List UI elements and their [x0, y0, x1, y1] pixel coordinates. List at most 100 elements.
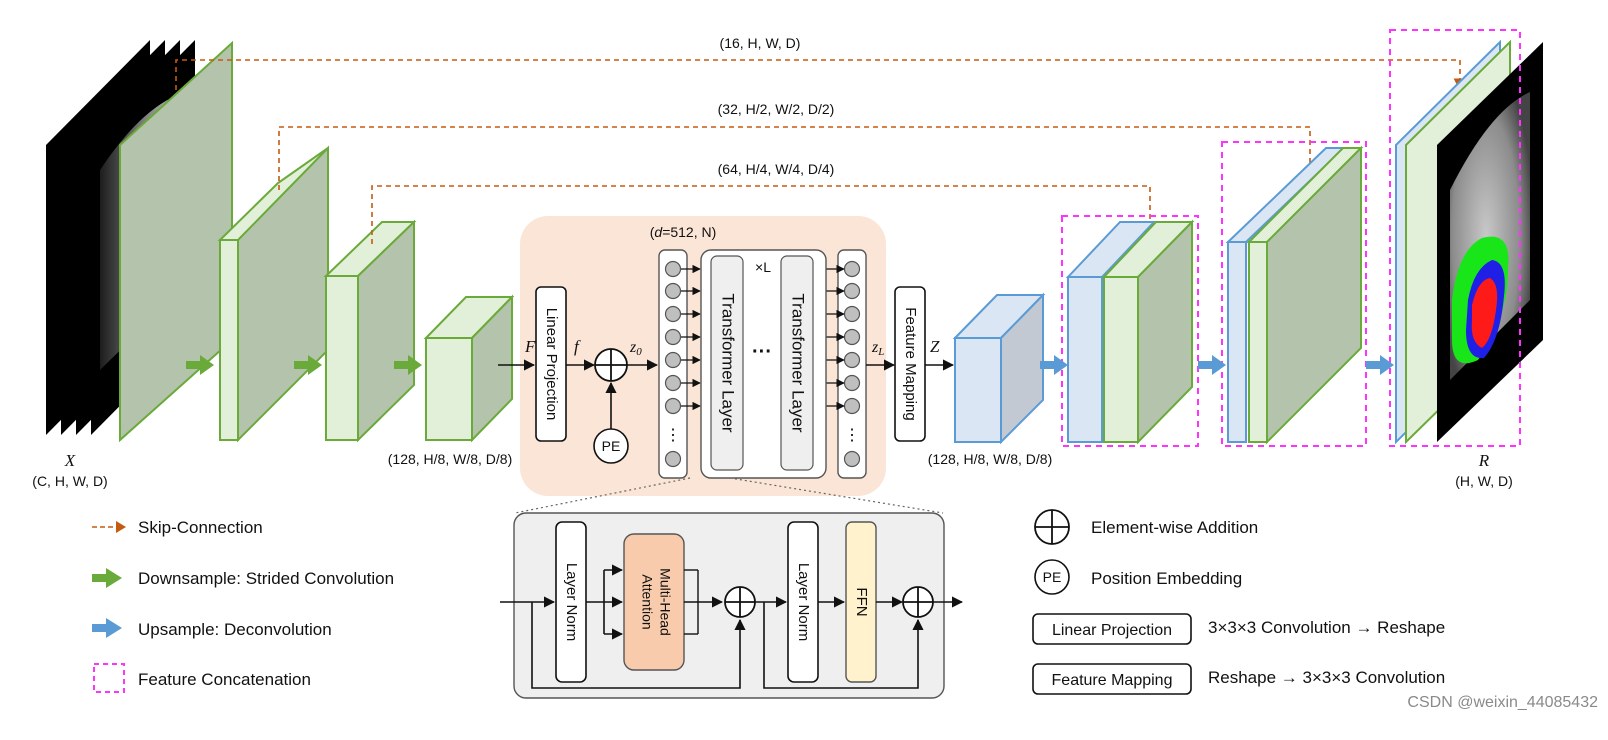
decoder-input-shape: (128, H/8, W/8, D/8): [928, 451, 1052, 467]
legend-pe-label: Position Embedding: [1091, 569, 1242, 588]
token-column-left: ⋮: [658, 249, 701, 479]
skip-connections: [175, 59, 1467, 244]
skip-connection-2: [278, 126, 1317, 190]
encoder-block-4: [423, 294, 515, 443]
tokens-label: (d=512, N): [650, 224, 717, 240]
output-shape: (H, W, D): [1455, 473, 1513, 489]
token-node: [664, 397, 682, 415]
decoder-block-2: [1065, 219, 1195, 445]
downsample-arrow: [186, 355, 214, 375]
concat-box-1: [1061, 215, 1199, 447]
feature-mapping-label: Feature Mapping: [902, 307, 919, 420]
output-segmentation-image: [1437, 42, 1543, 442]
upsample-arrows: [1040, 355, 1394, 375]
transformer-layer-first: [710, 255, 744, 471]
legend-left: Skip-Connection Downsample: Strided Conv…: [92, 518, 394, 693]
mha-label-line1: Multi-Head: [657, 568, 673, 636]
symbol-z0: z0: [629, 339, 642, 358]
skip-label-2: (32, H/2, W/2, D/2): [718, 101, 835, 117]
upsample-arrow: [1198, 355, 1226, 375]
token-node: [664, 328, 682, 346]
concat-box-3: [1389, 29, 1521, 447]
encoder-block-2: [217, 145, 329, 443]
add-icon: [594, 348, 628, 382]
feature-mapping-block: Feature Mapping: [894, 286, 926, 442]
upsample-arrow: [1366, 355, 1394, 375]
add-icon: [902, 586, 934, 618]
linear-projection-label: Linear Projection: [543, 308, 560, 421]
legend-skip-connection: Skip-Connection: [92, 518, 263, 537]
token-node: [843, 260, 861, 278]
upsample-arrow: [1040, 355, 1068, 375]
legend-upsample: Upsample: Deconvolution: [92, 618, 332, 639]
token-node: [843, 374, 861, 392]
add-icon: [724, 586, 756, 618]
watermark: CSDN @weixin_44085432: [1407, 694, 1598, 711]
decoder-block-3: [1225, 145, 1364, 445]
token-node: [843, 328, 861, 346]
downsample-arrows: [186, 355, 422, 375]
token-node: [664, 374, 682, 392]
token-column-right: ⋮: [826, 249, 867, 479]
legend-skip-label: Skip-Connection: [138, 518, 263, 537]
linear-projection-block: Linear Projection: [535, 286, 567, 442]
token-node: [664, 260, 682, 278]
skip-connection-1: [175, 59, 1467, 92]
transformer-layer-last: [780, 255, 814, 471]
output-symbol: R: [1478, 451, 1490, 470]
encoder-output-shape: (128, H/8, W/8, D/8): [388, 451, 512, 467]
token-node: [843, 397, 861, 415]
token-node: [664, 282, 682, 300]
legend-upsample-label: Upsample: Deconvolution: [138, 620, 332, 639]
symbol-f: f: [574, 337, 581, 356]
token-node: [843, 351, 861, 369]
token-node: [843, 282, 861, 300]
input-symbol: X: [64, 451, 76, 470]
token-node: [664, 450, 682, 468]
legend-fm-box-label: Feature Mapping: [1052, 672, 1173, 689]
layer-norm-1-label: Layer Norm: [563, 563, 580, 641]
skip-label-3: (64, H/4, W/4, D/4): [718, 161, 835, 177]
token-node: [843, 305, 861, 323]
mha-label-line2: Attention: [639, 574, 655, 629]
legend-fm-desc: Reshape → 3×3×3 Convolution: [1208, 668, 1445, 687]
concat-box-2: [1221, 141, 1367, 447]
position-embedding-node: PE: [593, 428, 629, 464]
token-node: [664, 351, 682, 369]
symbol-Z: Z: [930, 337, 940, 356]
zoom-line-right: [729, 477, 944, 514]
legend-linear-projection: Linear Projection 3×3×3 Convolution → Re…: [1032, 613, 1445, 645]
token-node: [664, 305, 682, 323]
transformer-stack: Transformer Layer Transformer Layer ··· …: [700, 249, 827, 479]
transformer-layer-last-label: Transformer Layer: [789, 293, 808, 433]
transformer-ellipsis: ···: [752, 341, 772, 363]
pe-label: PE: [602, 438, 621, 454]
decoder-block-1: [952, 292, 1046, 445]
ffn-label: FFN: [853, 587, 870, 616]
skip-label-1: (16, H, W, D): [720, 35, 801, 51]
legend-downsample-label: Downsample: Strided Convolution: [138, 569, 394, 588]
tumor-core: [1471, 278, 1498, 348]
legend-lp-desc: 3×3×3 Convolution → Reshape: [1208, 618, 1445, 637]
downsample-arrow: [394, 355, 422, 375]
encoder-block-3: [323, 219, 417, 443]
token-ellipsis: ⋮: [844, 427, 860, 444]
downsample-arrow: [294, 355, 322, 375]
legend-position-embedding: PE Position Embedding: [1034, 559, 1242, 595]
legend-pe-symbol: PE: [1043, 569, 1062, 585]
transformer-layer-first-label: Transformer Layer: [719, 293, 738, 433]
legend-addition-label: Element-wise Addition: [1091, 518, 1258, 537]
input-shape: (C, H, W, D): [32, 473, 107, 489]
symbol-zL: zL: [871, 339, 884, 358]
legend-downsample: Downsample: Strided Convolution: [92, 568, 394, 588]
legend-concat-label: Feature Concatenation: [138, 670, 311, 689]
token-ellipsis: ⋮: [665, 427, 681, 444]
legend-addition: Element-wise Addition: [1034, 509, 1258, 545]
legend-feature-mapping: Feature Mapping Reshape → 3×3×3 Convolut…: [1032, 663, 1445, 695]
legend-lp-box-label: Linear Projection: [1052, 622, 1172, 639]
concat-boxes: [1061, 29, 1521, 447]
skip-connection-3: [371, 185, 1157, 244]
repeat-label: ×L: [755, 259, 771, 275]
legend-concatenation: Feature Concatenation: [93, 663, 311, 693]
